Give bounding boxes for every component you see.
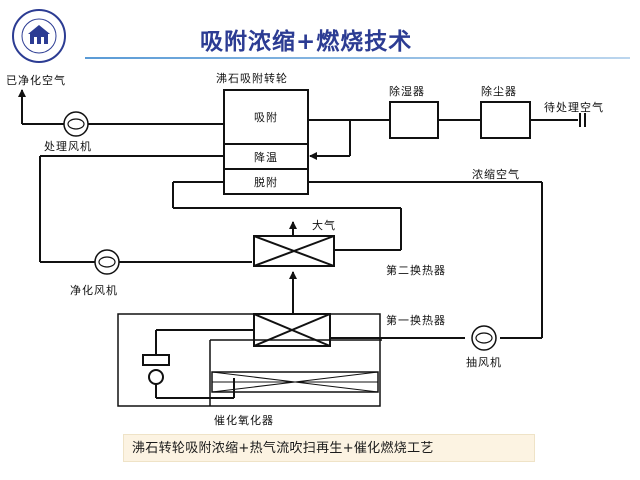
university-logo	[12, 9, 66, 63]
rotor-label: 沸石吸附转轮	[216, 72, 288, 85]
second-hx-label: 第二换热器	[386, 264, 446, 277]
process-fan	[63, 111, 89, 137]
desorb-label: 脱附	[254, 176, 278, 189]
rotor-box	[223, 89, 309, 195]
clean-fan-label: 净化风机	[70, 284, 118, 297]
atmosphere-label: 大气	[312, 219, 336, 232]
clean-air-label: 已净化空气	[6, 74, 66, 87]
dust-remover-label: 除尘器	[481, 85, 517, 98]
oxidizer-label: 催化氧化器	[214, 414, 274, 427]
dehumidifier-label: 除湿器	[389, 85, 425, 98]
dehumidifier-box	[389, 101, 439, 139]
page-title: 吸附浓缩+燃烧技术	[200, 29, 413, 55]
first-hx-label: 第一换热器	[386, 314, 446, 327]
conc-air-label: 浓缩空气	[472, 168, 520, 181]
exhaust-fan	[471, 325, 497, 351]
dust-remover-box	[480, 101, 531, 139]
oxidizer-box	[117, 313, 381, 407]
exhaust-fan-label: 抽风机	[466, 356, 502, 369]
title-underline	[85, 57, 630, 59]
adsorb-label: 吸附	[254, 111, 278, 124]
untreated-air-label: 待处理空气	[544, 101, 604, 114]
process-caption: 沸石转轮吸附浓缩+热气流吹扫再生+催化燃烧工艺	[123, 434, 535, 462]
process-fan-label: 处理风机	[44, 140, 92, 153]
cool-label: 降温	[254, 151, 278, 164]
clean-fan	[94, 249, 120, 275]
